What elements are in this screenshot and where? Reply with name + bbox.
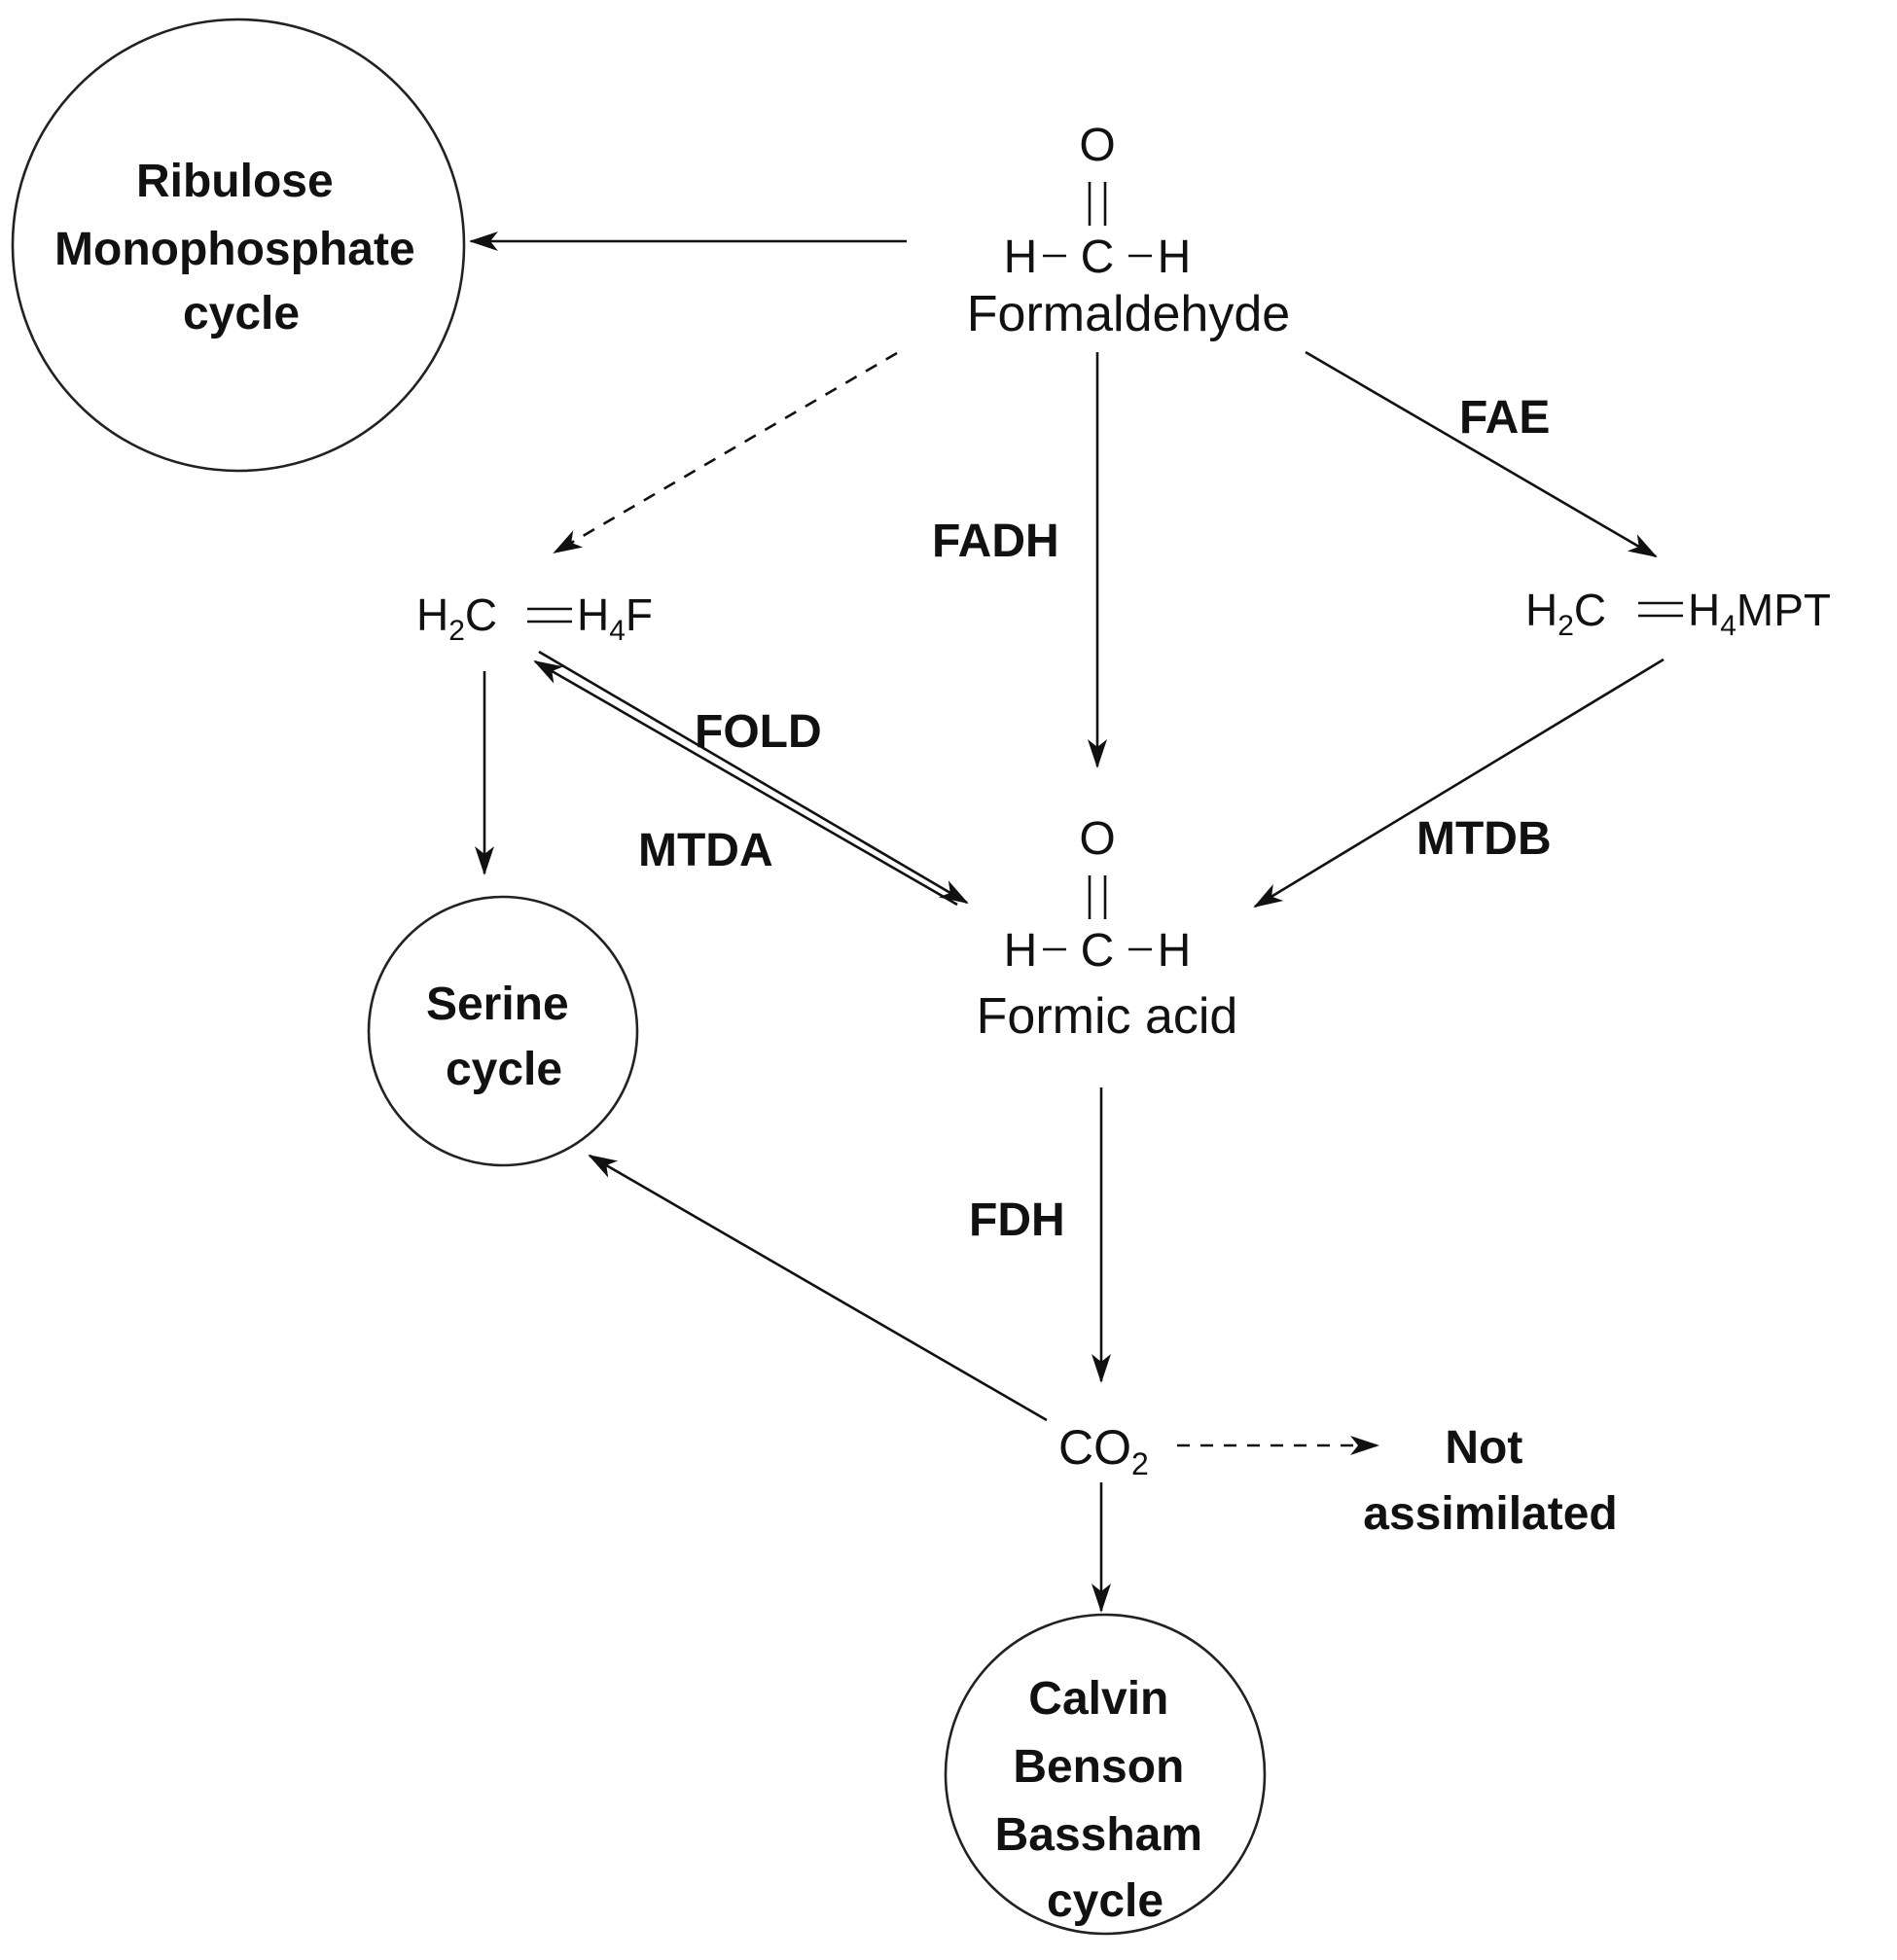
not-assimilated-label: Not assimilated — [1363, 1422, 1617, 1540]
enzyme-fdh: FDH — [969, 1194, 1065, 1246]
arrow-formaldehyde-to-h4mpt — [1305, 350, 1658, 558]
arrow-mtda-h4f-to-formic — [538, 650, 969, 905]
methylene-h4f: H2C H4F — [416, 589, 653, 647]
formic-acid-structure: O H C H — [1004, 813, 1192, 977]
formaldehyde-carbon: C — [1081, 232, 1115, 283]
svg-text:H4MPT: H4MPT — [1688, 585, 1831, 642]
h4f-rhs-h: H — [577, 589, 609, 640]
formic-acid-carbon: C — [1081, 925, 1115, 977]
formic-acid-h-left: H — [1004, 925, 1038, 977]
rump-cycle-label: Ribulose Monophosphate cycle — [54, 156, 428, 339]
h4f-h2c-c: C — [465, 589, 497, 640]
cbb-cycle-label: Calvin Benson Bassham cycle — [995, 1673, 1216, 1927]
formaldehyde-h-left: H — [1004, 232, 1038, 283]
formaldehyde-structure: O H C H — [1004, 120, 1192, 283]
methylene-h4mpt: H2C H4MPT — [1525, 585, 1831, 642]
h4f-rhs-tail: F — [626, 589, 653, 640]
co2-sub: 2 — [1131, 1446, 1149, 1481]
co2-label: CO2 — [1058, 1420, 1149, 1481]
enzyme-mtdb: MTDB — [1416, 813, 1552, 865]
h4mpt-h2c-h: H — [1525, 585, 1557, 635]
arrow-co2-to-serine — [588, 1154, 1048, 1422]
serine-cycle-circle — [367, 895, 639, 1167]
formaldehyde-label: Formaldehyde — [967, 286, 1290, 342]
svg-text:H2C: H2C — [1525, 585, 1606, 642]
svg-text:H2C: H2C — [416, 589, 497, 647]
h4mpt-h2c-sub: 2 — [1557, 610, 1574, 642]
enzyme-fadh: FADH — [932, 516, 1059, 567]
rump-cycle-circle — [11, 18, 466, 473]
cbb-cycle-circle — [944, 1613, 1267, 1936]
h4mpt-h2c-c: C — [1574, 585, 1606, 635]
serine-cycle-label: Serine cycle — [426, 979, 582, 1095]
h4mpt-rhs-h: H — [1688, 585, 1720, 635]
formaldehyde-oxygen: O — [1079, 120, 1115, 171]
formic-acid-h-right: H — [1158, 925, 1192, 977]
h4f-rhs-sub: 4 — [609, 615, 626, 647]
svg-text:H4F: H4F — [577, 589, 653, 647]
h4mpt-rhs-tail: MPT — [1736, 585, 1831, 635]
h4f-h2c-sub: 2 — [448, 615, 465, 647]
formaldehyde-h-right: H — [1158, 232, 1192, 283]
h4f-h2c-h: H — [416, 589, 448, 640]
co2-main: CO — [1058, 1420, 1131, 1475]
arrow-formaldehyde-to-h4f-dashed — [553, 351, 898, 554]
h4mpt-rhs-sub: 4 — [1720, 610, 1736, 642]
enzyme-fae: FAE — [1459, 392, 1550, 444]
arrow-fold-formic-to-h4f — [533, 659, 958, 907]
formic-acid-label: Formic acid — [977, 988, 1238, 1045]
enzyme-mtda: MTDA — [638, 825, 773, 876]
formic-acid-oxygen: O — [1079, 813, 1115, 865]
enzyme-fold: FOLD — [695, 706, 822, 758]
arrow-h4mpt-to-formic-acid — [1253, 658, 1664, 909]
